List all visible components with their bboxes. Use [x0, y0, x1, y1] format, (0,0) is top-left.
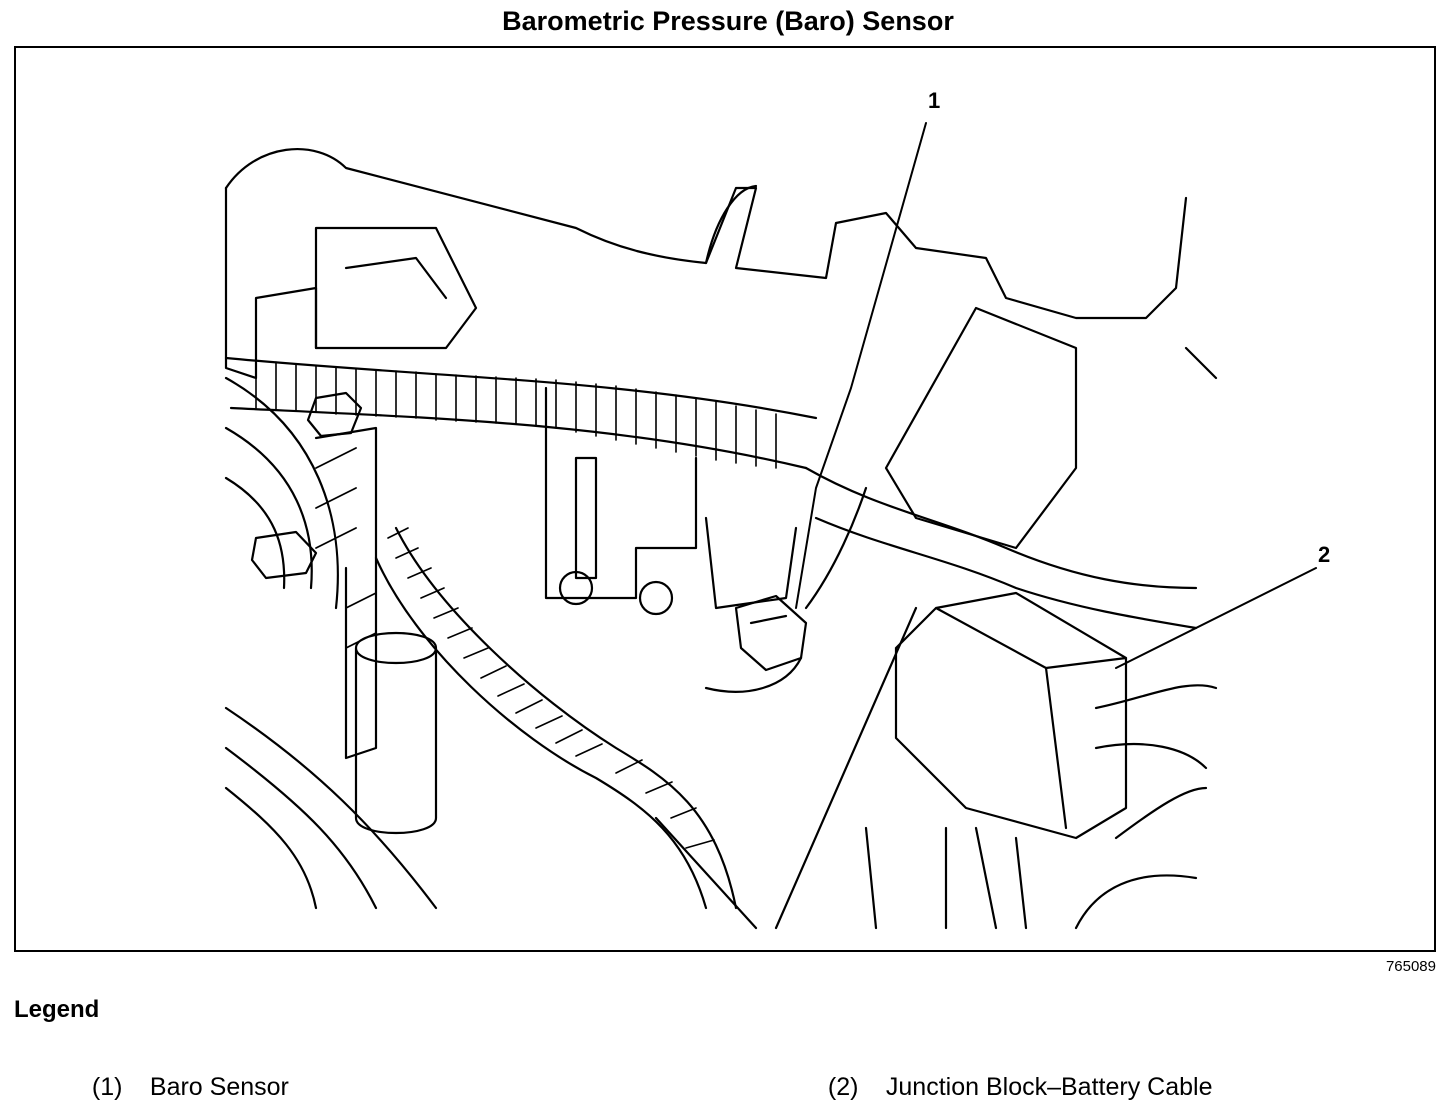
callout-2-number: 2 [1318, 542, 1331, 567]
lower-right-cables [944, 684, 1218, 930]
left-housing [224, 186, 318, 380]
bracket-bolt [558, 570, 594, 606]
callout-1-leader [795, 122, 927, 609]
engine-bay-illustration [224, 122, 1317, 930]
diagram-title: Barometric Pressure (Baro) Sensor [502, 6, 954, 36]
main-harness [224, 356, 818, 470]
illustration-frame: 1 2 [14, 46, 1436, 952]
bracket [544, 386, 698, 600]
throttle-body [314, 226, 478, 350]
post [354, 632, 438, 834]
upper-hose [704, 184, 758, 265]
pulley-arcs [224, 376, 438, 910]
bolt-lower [250, 530, 318, 580]
legend-item-1-label: Baro Sensor [149, 1073, 289, 1101]
legend-item-1-number: (1) [91, 1073, 123, 1101]
diagonal-support [654, 606, 918, 930]
legend-heading: Legend [14, 996, 100, 1023]
corrugated-hose [374, 526, 738, 910]
legend-item-2: (2) Junction Block–Battery Cable [814, 1044, 1213, 1102]
legend-item-1: (1) Baro Sensor [78, 1044, 289, 1102]
left-plate [314, 426, 378, 760]
legend-item-2-number: (2) [827, 1073, 859, 1101]
baro-connector-harness [704, 486, 868, 693]
corrugated-hose-ribs [387, 527, 715, 849]
callout-1-number: 1 [928, 88, 941, 113]
callout-2-leader [1115, 567, 1317, 669]
figure-number: 765089 [1385, 958, 1436, 975]
junction-block-top [884, 306, 1078, 550]
loom-right [804, 466, 1198, 630]
bracket-bolt-2 [638, 580, 674, 616]
junction-block [894, 591, 1128, 840]
main-harness-ribs [255, 359, 777, 469]
baro-sensor-bracket [704, 516, 798, 610]
manifold-outline [224, 148, 1218, 380]
legend-item-2-label: Junction Block–Battery Cable [885, 1073, 1213, 1101]
